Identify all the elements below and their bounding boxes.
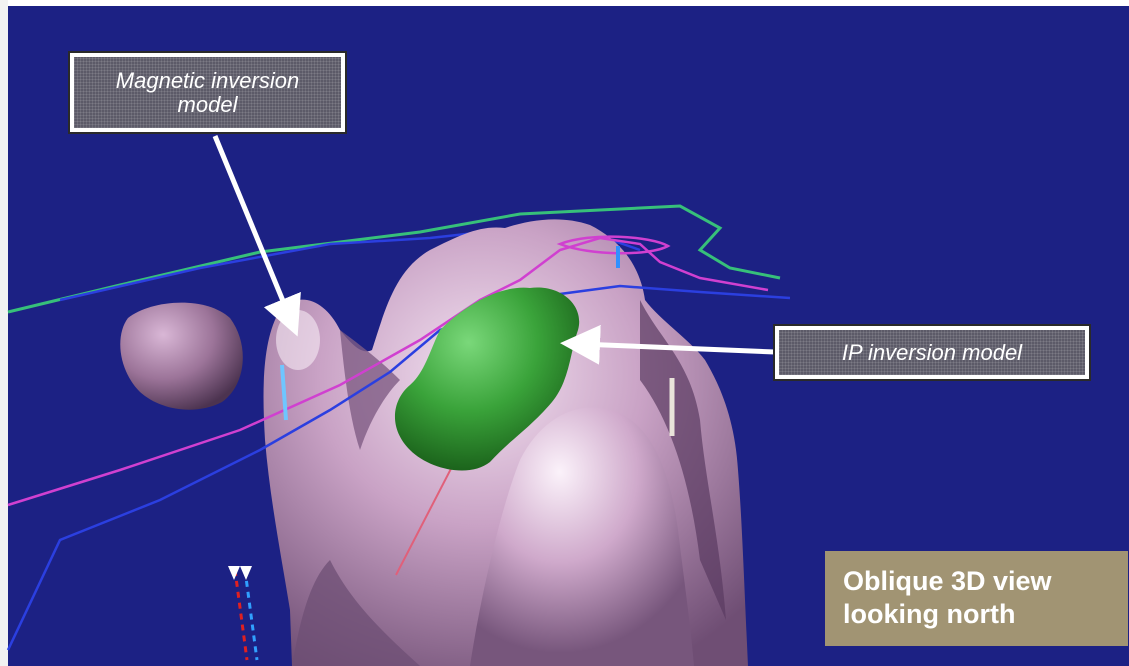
magnetic-inversion-callout: Magnetic inversion model bbox=[70, 53, 345, 132]
ip-inversion-label: IP inversion model bbox=[842, 341, 1022, 365]
magnetic-peak-highlight bbox=[276, 310, 320, 370]
view-caption-text: Oblique 3D view looking north bbox=[843, 566, 1052, 629]
magnetic-inversion-label: Magnetic inversion model bbox=[84, 69, 331, 117]
top-white-strip bbox=[0, 0, 1129, 6]
ip-inversion-callout: IP inversion model bbox=[775, 326, 1089, 379]
left-white-strip bbox=[0, 0, 8, 666]
view-caption-box: Oblique 3D view looking north bbox=[825, 551, 1128, 646]
